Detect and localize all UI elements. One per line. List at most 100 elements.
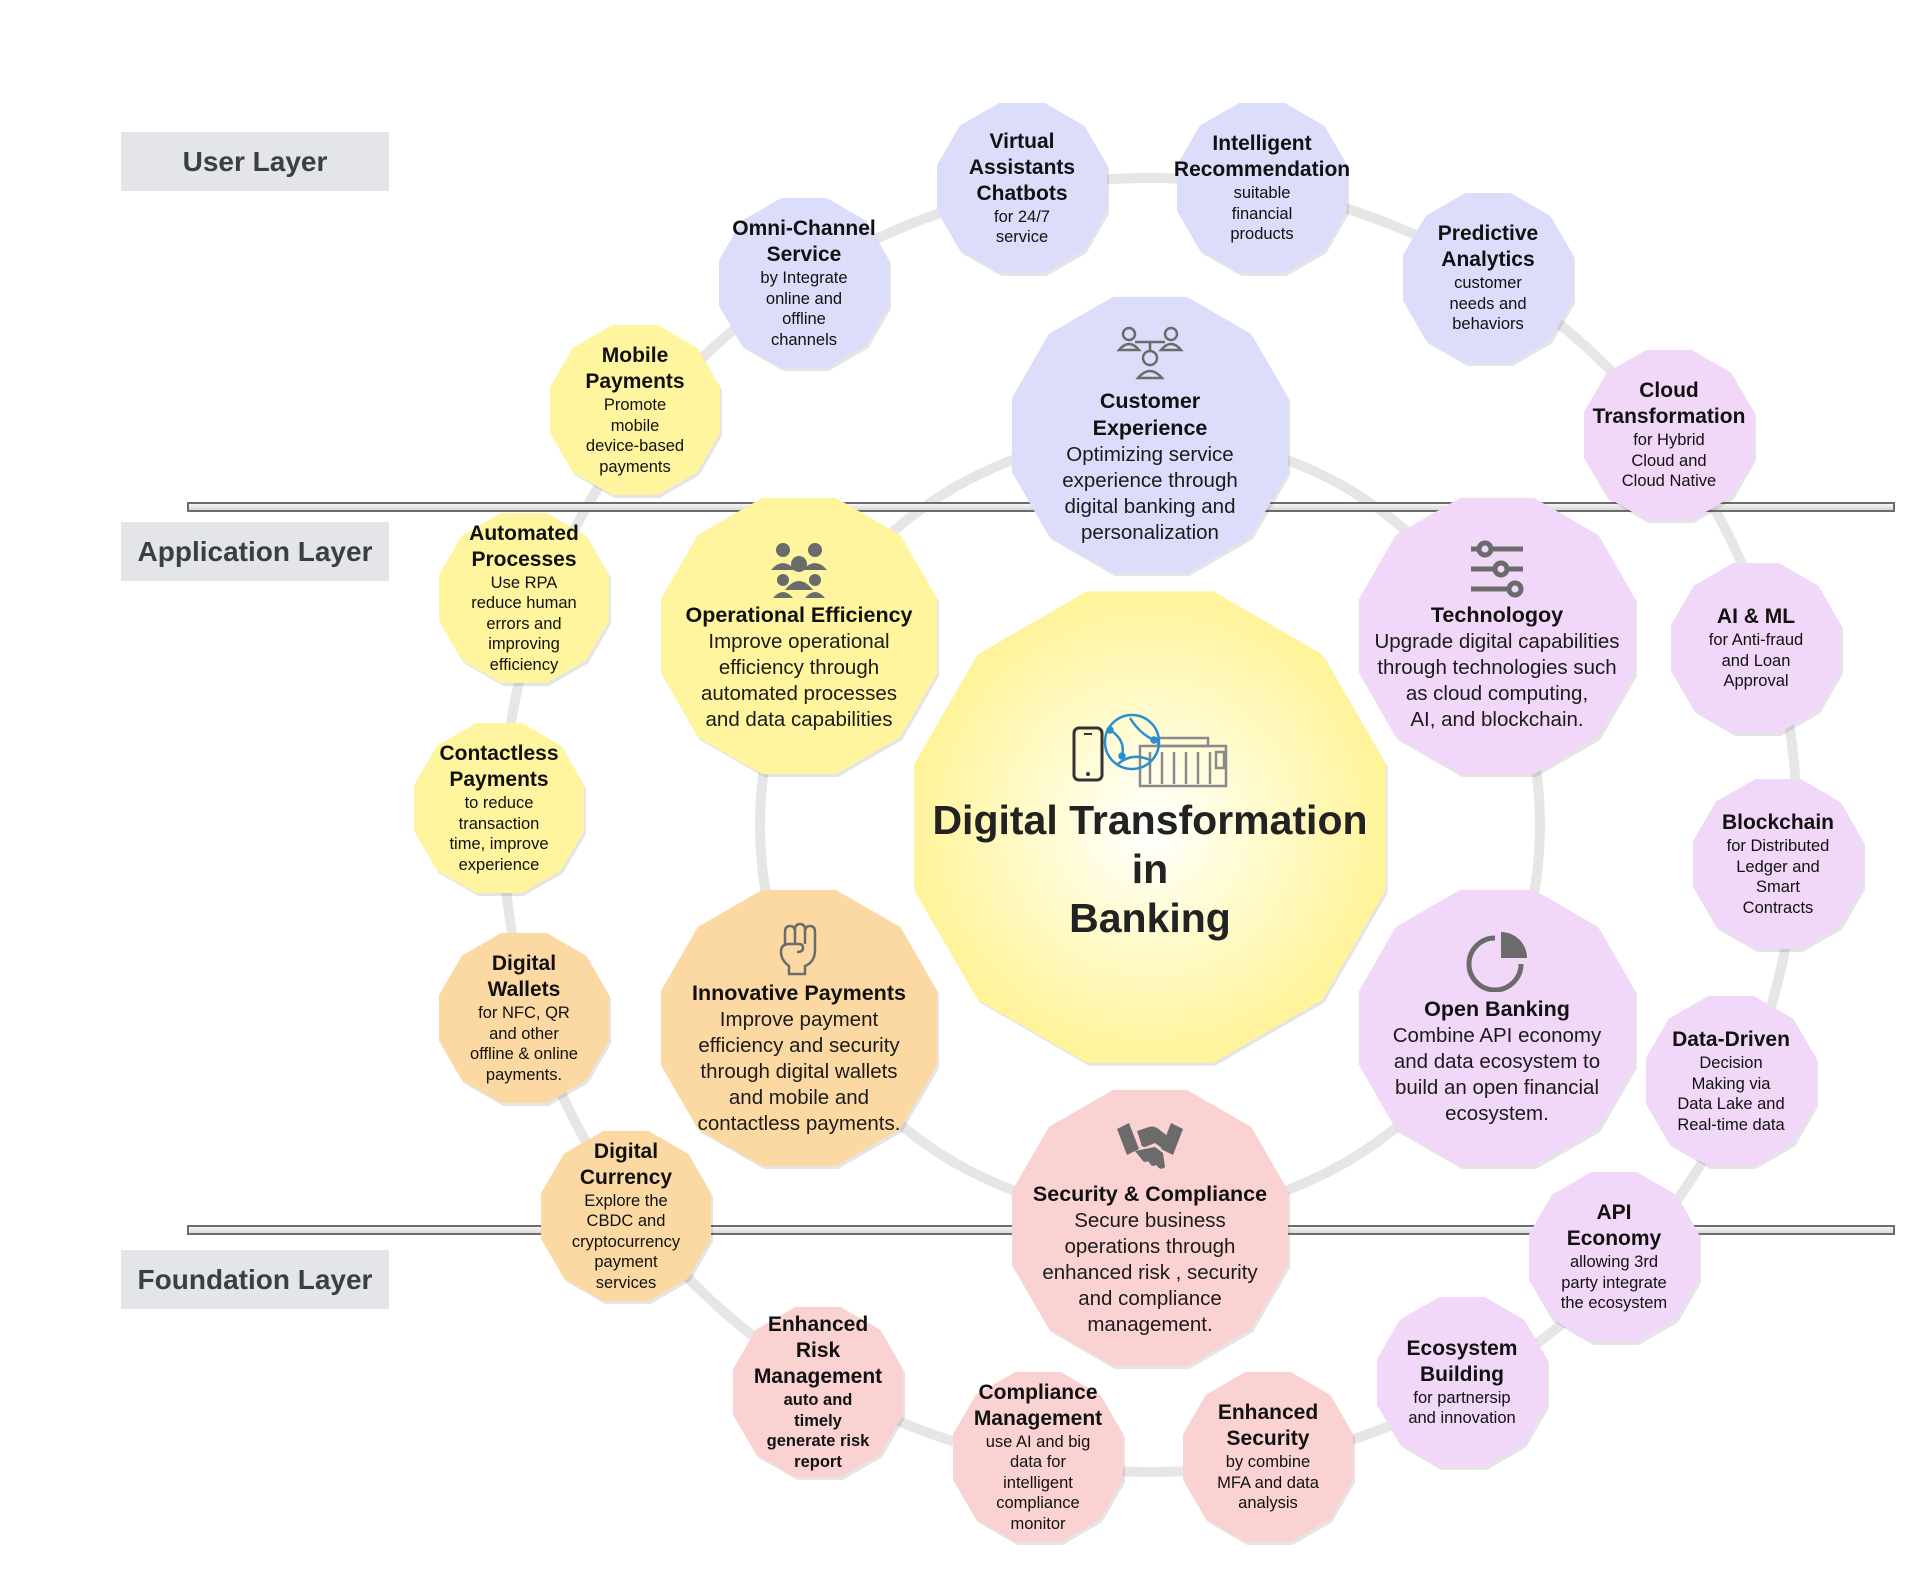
node-shape [439,513,611,686]
node-polygon [550,325,720,495]
node-shape [414,723,586,896]
node-shape [1011,296,1291,577]
node-polygon [414,723,584,893]
pie-chart-icon [1466,931,1527,992]
team-icon [770,542,827,598]
automated-processes-desc: Use RPA reduce human errors and improvin… [471,573,577,674]
node-shape [1403,193,1575,366]
pillar-innovative-payments: Innovative Payments Improve payment effi… [656,885,942,1171]
data-driven-title: Data-Driven [1672,1028,1790,1051]
pillar-technology: Technologoy Upgrade digital capabilities… [1354,493,1640,779]
technology-title: Technologoy [1430,602,1564,627]
node-polygon [1358,889,1636,1167]
contactless-payments-desc: to reduce transaction time, improve expe… [449,794,549,874]
center-title: Digital Transformation in Banking [932,796,1368,941]
node-polygon [937,103,1107,273]
node-polygon [660,889,938,1167]
pillar-open-banking: Open Banking Combine API economy and dat… [1354,885,1640,1171]
node-polygon [953,1372,1123,1542]
people-network-icon [1116,326,1184,380]
compliance-management-title: Compliance Management [973,1380,1103,1430]
node-shape [1529,1172,1701,1345]
digital-wallets-title: Digital Wallets [487,952,561,1001]
mobile-payments-title: Mobile Payments [585,344,685,393]
customer-experience-desc: Optimizing service experience through di… [1062,443,1238,544]
ai-ml-desc: for Anti-fraud and Loan Approval [1708,631,1804,691]
node-polygon [1377,1297,1547,1467]
data-driven-desc: Decision Making via Data Lake and Real-t… [1677,1054,1785,1134]
node-shape [953,1372,1125,1545]
open-banking-title: Open Banking [1424,996,1570,1021]
node-shape [660,497,940,778]
node-polygon [439,933,609,1103]
node-polygon [1011,1089,1289,1367]
node-shape [439,933,611,1106]
blockchain-desc: for Distributed Ledger and Smart Contrac… [1726,837,1830,917]
intelligent-recommendation-desc: suitable financial products [1230,184,1294,244]
pillar-customer-experience: Customer Experience Optimizing service e… [1007,292,1293,578]
node-polygon [1529,1172,1699,1342]
api-economy-title: API Economy [1566,1201,1662,1251]
node-shape [937,103,1109,276]
compliance-management-desc: use AI and big data for intelligent comp… [985,1432,1091,1533]
node-polygon [1183,1372,1353,1542]
mobile-payments-desc: Promote mobile device-based payments [585,396,685,476]
pillar-operational-efficiency: Operational Efficiency Improve operation… [656,493,942,779]
node-polygon [1584,350,1754,520]
phone-globe-bank-icon [1072,713,1228,787]
security-compliance-desc: Secure business operations through enhan… [1042,1208,1258,1336]
enhanced-risk-title: Enhanced Risk Management [753,1313,883,1388]
node-polygon [1011,296,1289,574]
contactless-payments-title: Contactless Payments [439,742,559,791]
digital-wallets-desc: for NFC, QR and other offline & online p… [470,1004,578,1084]
technology-desc: Upgrade digital capabilities through tec… [1374,629,1620,731]
operational-efficiency-desc: Improve operational efficiency through a… [700,629,897,731]
cloud-transformation-desc: for Hybrid Cloud and Cloud Native [1621,431,1717,491]
predictive-analytics-desc: customer needs and behaviors [1449,274,1527,334]
blockchain-title: Blockchain [1721,811,1835,834]
innovative-payments-title: Innovative Payments [692,980,906,1005]
virtual-assistants-desc: for 24/7 service [994,207,1050,247]
node-shape [733,1307,905,1480]
api-economy-desc: allowing 3rd party integrate the ecosyst… [1560,1253,1668,1313]
digital-currency-title: Digital Currency [579,1139,673,1189]
node-shape [1646,996,1818,1169]
node-polygon [1646,996,1816,1166]
pillar-security-compliance: Security & Compliance Secure business op… [1007,1085,1293,1371]
predictive-analytics-title: Predictive Analytics [1437,222,1539,272]
node-shape [1177,103,1349,276]
security-compliance-title: Security & Compliance [1032,1181,1268,1206]
node-polygon [914,591,1386,1063]
node-polygon [1177,103,1347,273]
node-shape [1183,1372,1355,1545]
node-polygon [1403,193,1573,363]
node-shape [1693,779,1865,952]
fist-icon [779,922,817,975]
node-shape [541,1131,713,1304]
center-digital-transformation: Digital Transformation in Banking [906,583,1394,1071]
ecosystem-building-desc: for partnersip and innovation [1408,1388,1516,1428]
intelligent-recommendation-title: Intelligent Recommendation [1173,132,1351,182]
customer-experience-title: Customer Experience [1092,389,1208,440]
node-shape [1671,563,1843,736]
enhanced-security-title: Enhanced Security [1217,1401,1319,1451]
node-shape [660,889,940,1170]
innovative-payments-desc: Improve payment efficiency and security … [697,1007,901,1135]
virtual-assistants-title: Virtual Assistants Chatbots [968,129,1076,205]
node-polygon [1693,779,1863,949]
node-shape [1358,497,1638,778]
ecosystem-building-title: Ecosystem Building [1406,1336,1518,1386]
